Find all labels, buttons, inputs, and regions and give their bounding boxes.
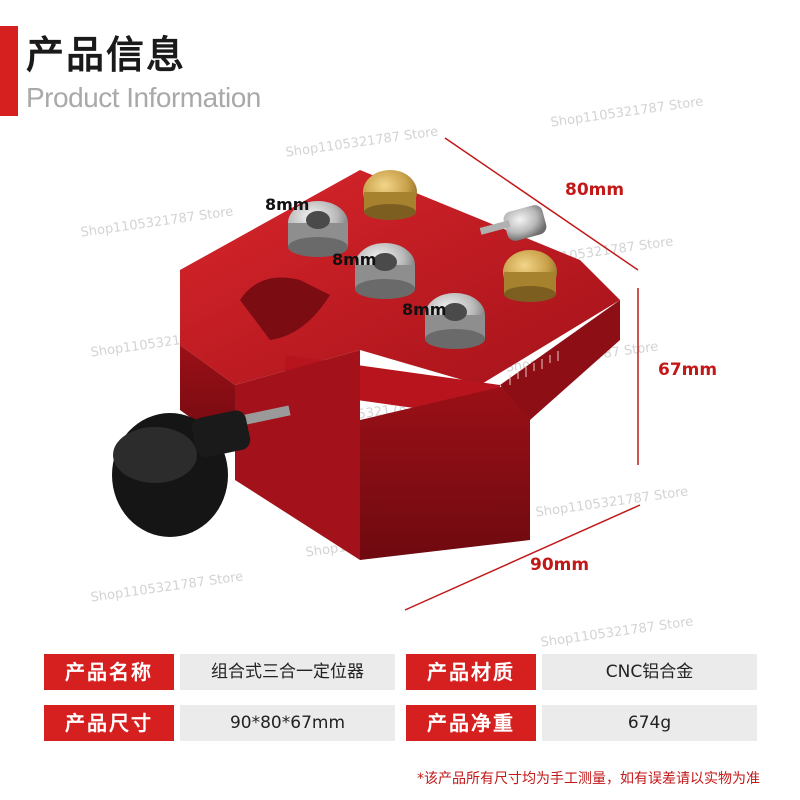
hole-size-label: 8mm	[265, 195, 310, 214]
hole-size-label: 8mm	[402, 300, 447, 319]
footnote: *该产品所有尺寸均为手工测量，如有误差请以实物为准	[417, 771, 760, 787]
hole-size-label: 8mm	[332, 250, 377, 269]
steel-adjust-knob	[479, 205, 547, 241]
spec-value-material: CNC铝合金	[542, 654, 757, 690]
spec-value-name: 组合式三合一定位器	[180, 654, 395, 690]
header-accent-bar	[0, 26, 18, 116]
dimension-width-label: 90mm	[530, 555, 590, 575]
jig-lower-block	[360, 380, 530, 560]
brass-knob	[363, 170, 417, 220]
dimension-height-label: 67mm	[658, 360, 718, 380]
dim-line-90mm	[404, 504, 641, 611]
jig-slot	[240, 277, 330, 340]
ruler-scale	[509, 351, 559, 385]
drill-bushing	[425, 293, 485, 349]
spec-label-material: 产品材质	[406, 654, 536, 690]
dim-line-80mm	[444, 137, 639, 271]
spec-value-weight: 674g	[542, 705, 757, 741]
spec-value-size: 90*80*67mm	[180, 705, 395, 741]
spec-label-name: 产品名称	[44, 654, 174, 690]
section-title: 产品信息	[26, 33, 187, 77]
drill-bushing	[288, 201, 348, 257]
dimension-length-label: 80mm	[565, 180, 625, 200]
drill-bushing	[355, 243, 415, 299]
product-photo	[112, 137, 641, 611]
spec-label-weight: 产品净重	[406, 705, 536, 741]
spec-label-size: 产品尺寸	[44, 705, 174, 741]
brass-knob	[503, 250, 557, 302]
jig-clamp-jaw	[235, 350, 360, 560]
clamp-knob	[112, 410, 251, 537]
jig-side-face	[500, 300, 620, 420]
section-subtitle: Product Information	[26, 82, 261, 113]
